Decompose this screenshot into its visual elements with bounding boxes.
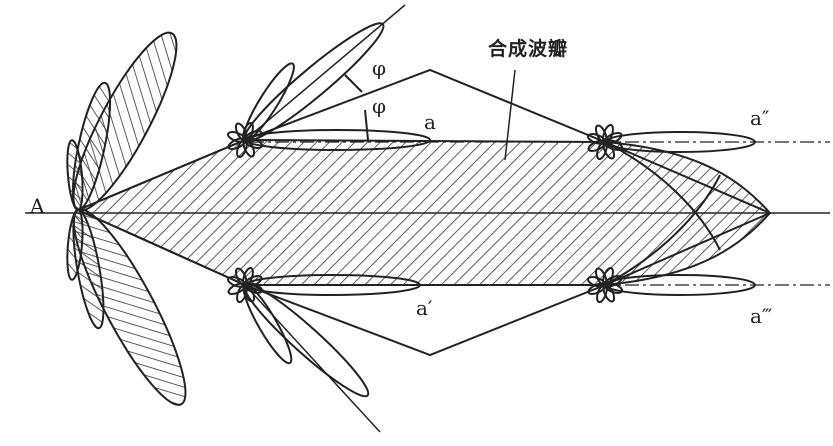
composite-envelope-lines: [244, 68, 606, 357]
label-angle-lower: φ: [372, 94, 387, 118]
line-a-to-element-a: [77, 139, 246, 211]
element-a-side-lobe: [242, 62, 295, 142]
label-angle-upper: φ: [372, 56, 387, 80]
label-element-a-double-prime: a″: [750, 106, 770, 130]
direction-line-lower: [244, 284, 381, 433]
label-element-a-triple-prime: a‴: [750, 304, 773, 328]
label-source-a: A: [30, 194, 45, 218]
source-lobe-side-lower: [66, 208, 84, 281]
composite-label-pointer: [504, 69, 516, 161]
angle-phi-markers: [344, 74, 369, 141]
line-a-to-element-a-prime: [77, 209, 246, 286]
direction-line-upper: [244, 4, 406, 141]
element-a-double-prime-main-lobe: [604, 131, 756, 153]
composite-lobe: [75, 138, 772, 286]
label-element-a: a: [424, 110, 436, 134]
label-composite-lobe: 合成波瓣: [488, 38, 569, 60]
element-a-prime-side-lobe: [242, 283, 293, 365]
label-element-a-prime: a′: [416, 296, 433, 320]
element-a-triple-prime-main-lobe: [604, 274, 756, 296]
right-lobe-lines: [604, 141, 773, 286]
